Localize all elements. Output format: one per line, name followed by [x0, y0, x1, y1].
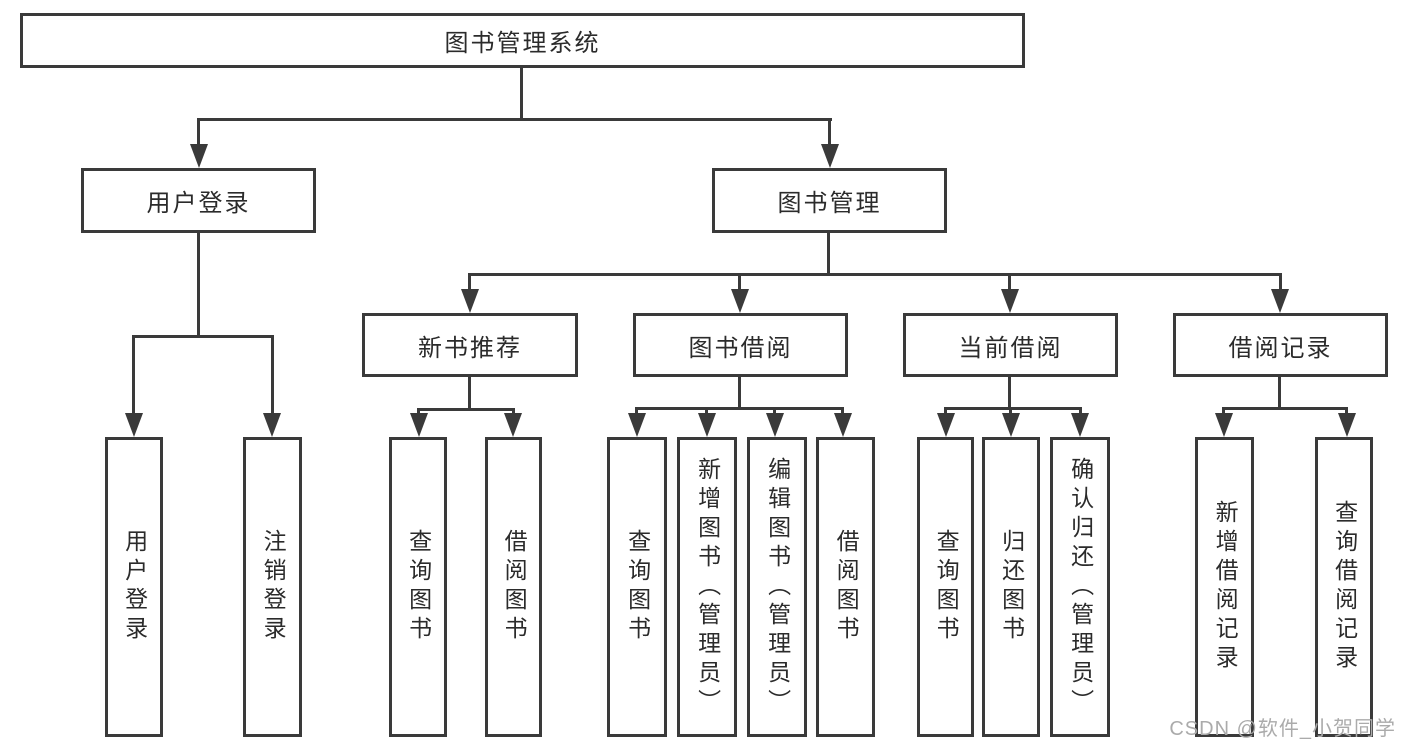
connector-root-rail	[197, 118, 832, 121]
connector-records-drop-1	[1222, 407, 1225, 413]
arrow-down-icon	[125, 413, 143, 437]
node-current-borrow-label: 当前借阅	[958, 334, 1063, 362]
connector-login-stem	[197, 233, 200, 335]
leaf-query-borrow-record-label: 查询借阅记录	[1331, 500, 1358, 674]
leaf-current-query-books: 查询图书	[917, 437, 974, 737]
node-book-borrow-label: 图书借阅	[688, 334, 793, 362]
connector-recommend-rail	[417, 408, 515, 411]
node-user-login-label: 用户登录	[146, 190, 251, 217]
connector-mgmt-rail	[468, 273, 1282, 276]
arrow-down-icon	[190, 144, 208, 168]
arrow-down-icon	[937, 413, 955, 437]
leaf-borrow-books: 借阅图书	[816, 437, 875, 737]
arrow-down-icon	[698, 413, 716, 437]
arrow-down-icon	[1338, 413, 1356, 437]
connector-mgmt-drop-1	[468, 273, 471, 289]
leaf-edit-books-admin: 编辑图书（管理员）	[747, 437, 807, 737]
connector-mgmt-drop-4	[1279, 273, 1282, 289]
connector-root-drop-right	[828, 118, 831, 146]
connector-borrow-drop-3	[773, 407, 776, 413]
leaf-user-login-label: 用户登录	[121, 529, 148, 645]
leaf-recommend-query-books: 查询图书	[389, 437, 447, 737]
connector-records-rail	[1222, 407, 1348, 410]
connector-records-drop-2	[1345, 407, 1348, 413]
leaf-add-books-admin: 新增图书（管理员）	[677, 437, 737, 737]
node-new-book-recommend: 新书推荐	[362, 313, 578, 377]
arrow-down-icon	[1002, 413, 1020, 437]
arrow-down-icon	[821, 144, 839, 168]
leaf-confirm-return-admin-label: 确认归还（管理员）	[1067, 456, 1094, 718]
arrow-down-icon	[1001, 289, 1019, 313]
connector-records-stem	[1278, 377, 1281, 407]
csdn-watermark: CSDN @软件_小贺同学	[1169, 718, 1396, 740]
connector-login-rail	[132, 335, 274, 338]
leaf-query-borrow-record: 查询借阅记录	[1315, 437, 1373, 737]
leaf-add-books-admin-label: 新增图书（管理员）	[694, 456, 721, 718]
node-root-label: 图书管理系统	[444, 30, 601, 57]
leaf-recommend-borrow-books: 借阅图书	[485, 437, 542, 737]
connector-current-drop-3	[1079, 407, 1082, 413]
node-borrow-records-label: 借阅记录	[1228, 334, 1333, 362]
arrow-down-icon	[504, 413, 522, 437]
leaf-edit-books-admin-label: 编辑图书（管理员）	[764, 456, 791, 718]
connector-login-drop-1	[132, 335, 135, 413]
connector-mgmt-drop-3	[1008, 273, 1011, 289]
connector-recommend-drop-2	[512, 408, 515, 414]
leaf-confirm-return-admin: 确认归还（管理员）	[1050, 437, 1110, 737]
arrow-down-icon	[1215, 413, 1233, 437]
connector-borrow-rail	[635, 407, 844, 410]
connector-mgmt-drop-2	[738, 273, 741, 289]
connector-borrow-drop-1	[635, 407, 638, 413]
leaf-recommend-borrow-books-label: 借阅图书	[501, 529, 528, 645]
connector-borrow-drop-2	[705, 407, 708, 413]
arrow-down-icon	[628, 413, 646, 437]
arrow-down-icon	[461, 289, 479, 313]
leaf-logout-label: 注销登录	[260, 529, 287, 645]
connector-recommend-stem	[468, 377, 471, 408]
connector-current-stem	[1008, 377, 1011, 407]
arrow-down-icon	[1071, 413, 1089, 437]
node-book-management: 图书管理	[712, 168, 947, 233]
leaf-add-borrow-record: 新增借阅记录	[1195, 437, 1254, 737]
connector-root-drop-left	[197, 118, 200, 146]
node-root: 图书管理系统	[20, 13, 1025, 68]
leaf-borrow-books-label: 借阅图书	[833, 529, 860, 645]
arrow-down-icon	[1271, 289, 1289, 313]
leaf-current-query-books-label: 查询图书	[933, 529, 960, 645]
arrow-down-icon	[731, 289, 749, 313]
leaf-borrow-query-books-label: 查询图书	[624, 529, 651, 645]
leaf-user-login: 用户登录	[105, 437, 163, 737]
leaf-recommend-query-books-label: 查询图书	[405, 529, 432, 645]
leaf-add-borrow-record-label: 新增借阅记录	[1212, 500, 1239, 674]
arrow-down-icon	[263, 413, 281, 437]
leaf-return-books: 归还图书	[982, 437, 1040, 737]
node-book-borrow: 图书借阅	[633, 313, 848, 377]
connector-borrow-drop-4	[841, 407, 844, 413]
node-current-borrow: 当前借阅	[903, 313, 1118, 377]
connector-root-stem	[520, 68, 523, 118]
node-user-login: 用户登录	[81, 168, 316, 233]
node-borrow-records: 借阅记录	[1173, 313, 1388, 377]
connector-login-drop-2	[271, 335, 274, 413]
arrow-down-icon	[410, 413, 428, 437]
leaf-logout: 注销登录	[243, 437, 302, 737]
connector-borrow-stem	[738, 377, 741, 407]
connector-recommend-drop-1	[417, 408, 420, 414]
connector-mgmt-stem	[827, 233, 830, 273]
arrow-down-icon	[766, 413, 784, 437]
leaf-borrow-query-books: 查询图书	[607, 437, 667, 737]
leaf-return-books-label: 归还图书	[998, 529, 1025, 645]
connector-current-drop-2	[1009, 407, 1012, 413]
arrow-down-icon	[834, 413, 852, 437]
connector-current-rail	[944, 407, 1082, 410]
connector-current-drop-1	[944, 407, 947, 413]
node-book-management-label: 图书管理	[777, 190, 882, 217]
node-new-book-recommend-label: 新书推荐	[418, 334, 522, 362]
